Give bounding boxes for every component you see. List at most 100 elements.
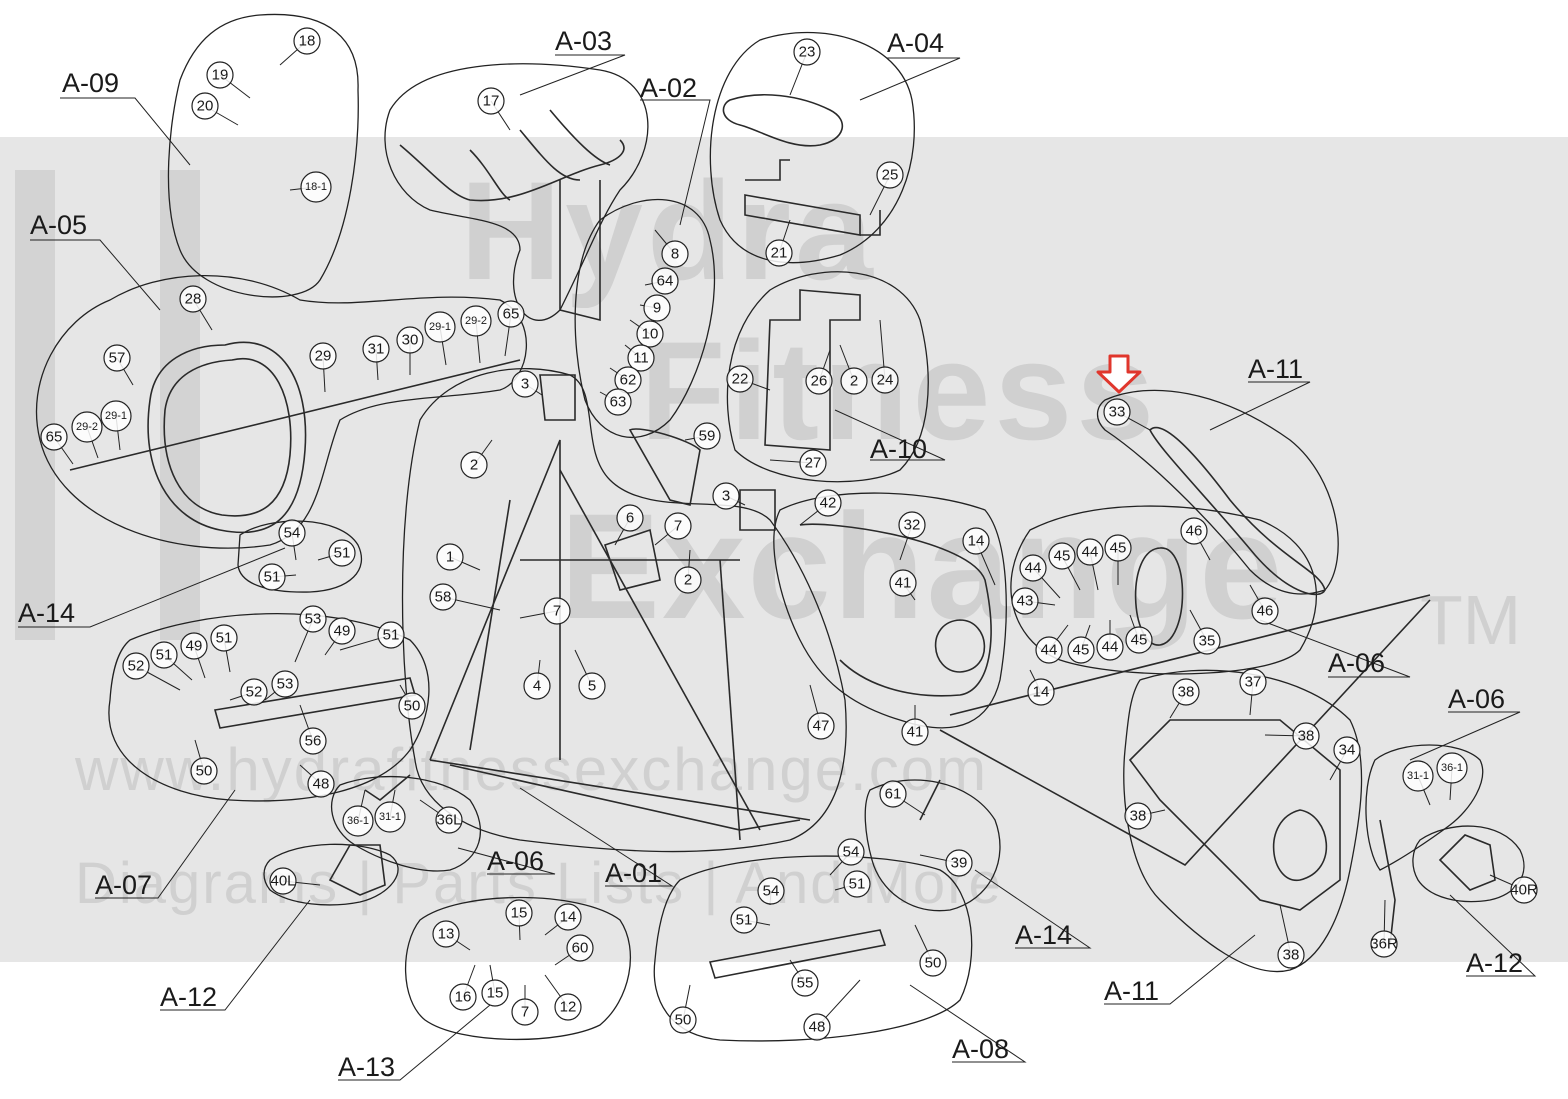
part-callout: 29-1 — [100, 400, 132, 432]
group-outline — [35, 274, 527, 549]
group-label-leader — [457, 847, 556, 875]
part-callout: 37 — [1239, 668, 1267, 696]
svg-text:57: 57 — [109, 350, 126, 367]
svg-text:14: 14 — [1033, 684, 1050, 701]
part-callout: 3 — [712, 482, 740, 510]
svg-text:50: 50 — [404, 698, 421, 715]
svg-text:42: 42 — [820, 495, 837, 512]
svg-text:6: 6 — [626, 510, 634, 527]
watermark-line2: Fitness — [640, 312, 1159, 469]
group-label: A-13 — [338, 1052, 395, 1082]
part-callout: 34 — [1333, 736, 1361, 764]
group-label-leader — [1259, 619, 1411, 678]
svg-text:14: 14 — [968, 533, 985, 550]
part-callout: 45 — [1125, 626, 1153, 654]
part-sketch — [449, 764, 801, 831]
part-callout: 35 — [1193, 627, 1221, 655]
svg-text:62: 62 — [620, 372, 637, 389]
watermark-line3: Exchange — [560, 482, 1285, 650]
part-callout: 9 — [643, 294, 671, 322]
svg-text:35: 35 — [1199, 633, 1216, 650]
group-label-leader — [1409, 711, 1521, 761]
group-label-leader — [519, 787, 674, 887]
svg-text:55: 55 — [797, 975, 814, 992]
group-label: A-05 — [30, 210, 87, 240]
part-callout: 31-1 — [374, 801, 406, 833]
part-callout: 18-1 — [300, 171, 332, 203]
group-label: A-09 — [62, 68, 119, 98]
group-outline — [263, 843, 399, 906]
part-sketch — [628, 428, 701, 506]
svg-text:53: 53 — [277, 676, 294, 693]
part-sketch — [603, 528, 661, 591]
svg-text:51: 51 — [383, 627, 400, 644]
part-callout: 53 — [299, 605, 327, 633]
part-callout: 53 — [271, 670, 299, 698]
part-callout: 39 — [945, 849, 973, 877]
group-outline — [1365, 744, 1484, 871]
part-callout: 14 — [1027, 678, 1055, 706]
part-callout: 59 — [693, 422, 721, 450]
svg-text:9: 9 — [653, 300, 661, 317]
svg-text:45: 45 — [1131, 632, 1148, 649]
group-label: A-04 — [887, 28, 944, 58]
part-sketch — [764, 289, 861, 451]
part-sketch — [364, 774, 411, 801]
part-callout: 49 — [328, 617, 356, 645]
group-outline — [773, 492, 1007, 729]
svg-text:10: 10 — [642, 326, 659, 343]
part-sketch — [722, 94, 844, 147]
part-callout: 64 — [651, 267, 679, 295]
part-sketch — [163, 357, 292, 517]
svg-text:51: 51 — [264, 569, 281, 586]
svg-text:19: 19 — [212, 67, 229, 84]
svg-text:3: 3 — [521, 376, 529, 393]
svg-text:59: 59 — [699, 428, 716, 445]
svg-text:44: 44 — [1041, 642, 1058, 659]
part-callout: 54 — [757, 877, 785, 905]
part-sketch — [399, 139, 625, 202]
svg-text:3: 3 — [722, 488, 730, 505]
svg-text:7: 7 — [674, 518, 682, 535]
part-sketch — [1149, 426, 1326, 596]
part-callout: 51 — [730, 906, 758, 934]
part-callout: 45 — [1104, 534, 1132, 562]
svg-text:33: 33 — [1109, 404, 1126, 421]
svg-text:31-1: 31-1 — [1407, 770, 1429, 782]
part-callout: 15 — [505, 899, 533, 927]
group-outline — [574, 198, 716, 439]
part-sketch — [539, 374, 576, 421]
part-callout: 43 — [1011, 587, 1039, 615]
part-sketch — [147, 341, 307, 534]
group-outline — [864, 779, 1001, 912]
part-sketch — [1438, 834, 1496, 891]
part-callout: 36L — [435, 806, 463, 834]
svg-text:26: 26 — [811, 373, 828, 390]
svg-text:38: 38 — [1178, 684, 1195, 701]
group-outline — [401, 367, 847, 853]
part-callout: 17 — [477, 87, 505, 115]
svg-text:29-1: 29-1 — [429, 321, 451, 333]
svg-text:36L: 36L — [436, 812, 461, 829]
part-callout: 19 — [206, 61, 234, 89]
watermark-trademark: TM — [1420, 581, 1522, 659]
svg-text:64: 64 — [657, 273, 674, 290]
svg-text:51: 51 — [736, 912, 753, 929]
svg-text:38: 38 — [1298, 728, 1315, 745]
part-callout: 61 — [879, 780, 907, 808]
part-callout: 30 — [396, 326, 424, 354]
svg-text:44: 44 — [1102, 639, 1119, 656]
group-label-leader — [160, 899, 311, 1011]
part-callout: 51 — [150, 641, 178, 669]
svg-text:51: 51 — [156, 647, 173, 664]
part-callout: 52 — [240, 678, 268, 706]
svg-text:36-1: 36-1 — [1441, 762, 1463, 774]
svg-text:18: 18 — [299, 33, 316, 50]
group-label: A-14 — [18, 598, 75, 628]
group-label-leader — [95, 789, 236, 899]
group-label-leader — [1209, 381, 1311, 431]
part-callout: 29-2 — [460, 305, 492, 337]
part-callout: 32 — [898, 511, 926, 539]
part-callout: 47 — [807, 712, 835, 740]
svg-text:48: 48 — [809, 1019, 826, 1036]
